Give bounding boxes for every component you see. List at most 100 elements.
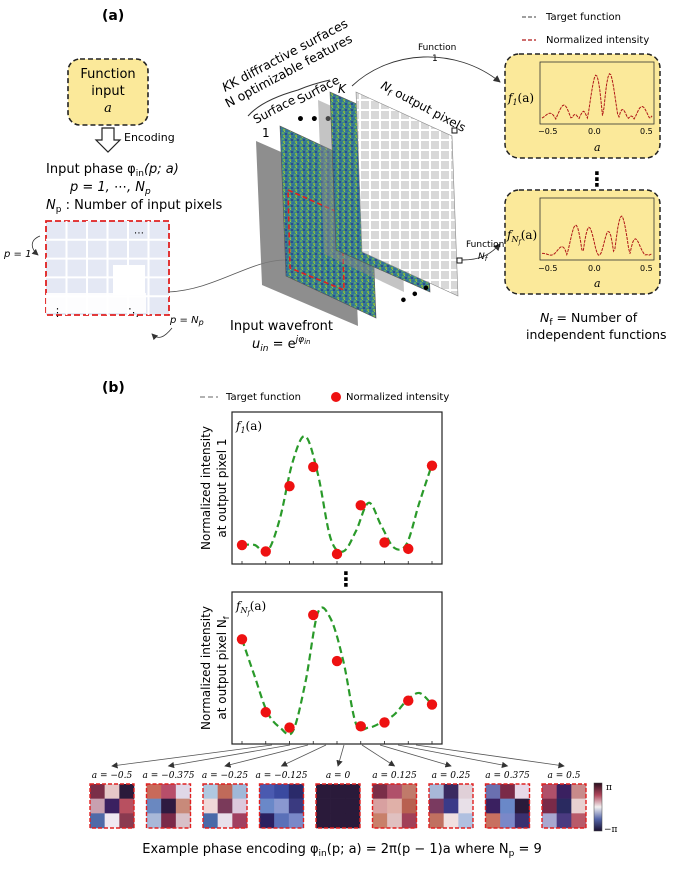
phase-cell [443,798,459,814]
phase-tile-border [202,783,248,829]
data-point [426,460,438,471]
grid-dots-diag: ⋱ [128,306,139,319]
phase-cell [514,813,530,829]
phase-cell [429,813,444,829]
phase-cell [217,798,233,814]
grid-dots-top: ⋯ [134,228,144,239]
colorbar-bottom: −π [604,825,618,835]
phase-cell [387,798,403,814]
grid-dots-left: ⋮ [52,306,63,319]
functionN-line2: Nf [478,252,489,263]
phase-cell [259,798,275,814]
output-pixel-1 [451,127,458,134]
data-point [308,461,319,473]
phase-cell [104,798,120,814]
fan-arrow [111,744,273,769]
panel-a-vdots: ⋮ [587,167,607,191]
phase-cell [330,784,346,799]
output-plot-N-tick3: 0.5 [640,264,653,273]
input-phase-line2: p = 1, ⋯, Np [69,180,151,197]
input-phase-line3: Np : Number of input pixels [46,198,222,215]
output-plot-1-tick3: 0.5 [640,127,653,136]
phase-cell [161,798,177,814]
plot-bN-ylabel2: at output pixel Nf [215,616,231,719]
phase-cell [217,813,233,829]
output-plot-1-fn: f1(a) [507,91,534,107]
phase-cell [316,798,331,814]
phase-cell [175,784,191,799]
phase-tile-border [541,783,587,829]
phase-cell [288,798,304,814]
phase-tile-border [145,783,192,829]
data-point [426,699,438,710]
data-point [331,548,343,560]
phase-cell [429,784,444,799]
phase-cell [203,784,218,799]
fan-arrow [224,744,309,768]
nf-caption-line1: Nf = Number of [540,310,638,328]
panel-b-vdots: ⋮ [336,567,356,591]
pN-label: p = Np [169,315,204,327]
a-value-label: a = 0.25 [432,771,471,781]
function1-line1: Function [418,43,456,53]
a-value-label: a = −0.25 [202,771,248,781]
phase-tile-border [258,783,305,829]
phase-cell [443,784,459,799]
phase-cell [175,798,191,814]
a-value-label: a = 0 [326,771,351,781]
data-point [403,543,414,555]
phase-cell [90,798,105,814]
data-point [236,634,248,645]
a-value-label: a = −0.125 [256,771,308,781]
data-point [331,655,343,667]
phase-cell [345,784,361,799]
fan-arrow [415,744,565,769]
phase-cell [274,798,290,814]
phase-cell [556,813,572,829]
function-input-line1: Function [80,67,135,82]
phase-tile-border [484,783,531,829]
phase-cell [372,798,388,814]
phase-tile-border [315,783,361,829]
phase-cell [119,784,135,799]
panel-a-label: (a) [102,8,124,24]
phase-cell [542,813,557,829]
phase-cell [104,813,120,829]
phase-cell [119,813,135,829]
phase-cell [372,784,388,799]
functionN-arrow [461,243,501,261]
phase-cell [387,784,403,799]
plot-b1-marks [236,435,438,564]
output-plot-1-axes [539,61,655,125]
phase-cell [161,813,177,829]
legend-a-normalized: Normalized intensity [546,35,649,46]
phase-cell [571,798,587,814]
data-point [284,480,295,492]
phase-cell [90,784,105,799]
nf-caption-line2: independent functions [526,327,667,342]
phase-cell [232,813,248,829]
phase-cell [146,784,162,799]
phase-cell [288,784,304,799]
phase-cell [259,784,275,799]
wavefront-line2: uin = ejφin [252,335,310,354]
phase-cell [443,813,459,829]
output-pixel-grid [355,91,459,297]
data-point [403,695,414,706]
phase-cell [485,813,501,829]
output-plot-1-xlabel: a [594,141,601,154]
phase-cell [146,798,162,814]
phase-cell [458,813,474,829]
phase-encoding-caption: Example phase encoding φin(p; a) = 2π(p … [142,842,542,859]
phase-cell [345,798,361,814]
data-point [236,539,248,551]
data-point [308,609,319,621]
fan-arrow [379,744,452,768]
fan-arrow [397,744,509,769]
phase-cell [571,813,587,829]
phase-cell [556,784,572,799]
phase-cell [274,784,290,799]
phase-tile-border [89,783,135,829]
